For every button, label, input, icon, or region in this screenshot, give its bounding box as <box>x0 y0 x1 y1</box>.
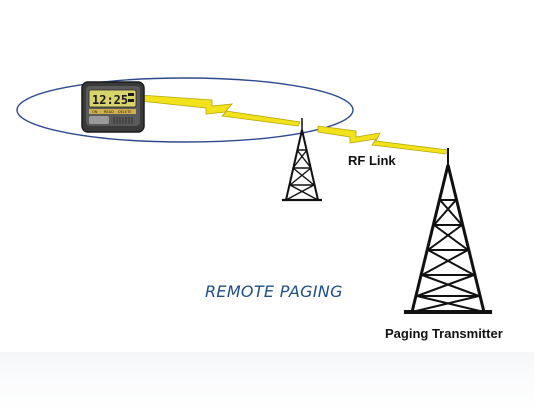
diagram-caption: REMOTE PAGING <box>205 282 343 301</box>
pager-button-label: ON <box>92 110 98 114</box>
rf-link-lightning-icon <box>139 94 301 127</box>
rf-link-label: RF Link <box>348 153 396 168</box>
coverage-area-ellipse <box>16 77 354 143</box>
rf-link-lightning-icon <box>317 125 449 155</box>
pager-button-label: READ <box>104 110 114 114</box>
paging-transmitter-label: Paging Transmitter <box>385 326 503 341</box>
bottom-fade-strip <box>0 352 534 413</box>
paging-transmitter-tower-icon <box>404 148 492 314</box>
pager-button-strip <box>89 109 136 114</box>
pager-button-label: DELETE <box>118 110 131 114</box>
pager-screen <box>88 89 137 108</box>
pager-display-text: 12:25 <box>92 93 128 107</box>
pager-icon: 12:25 ON READ DELETE <box>81 81 145 133</box>
relay-tower-icon <box>282 118 322 202</box>
